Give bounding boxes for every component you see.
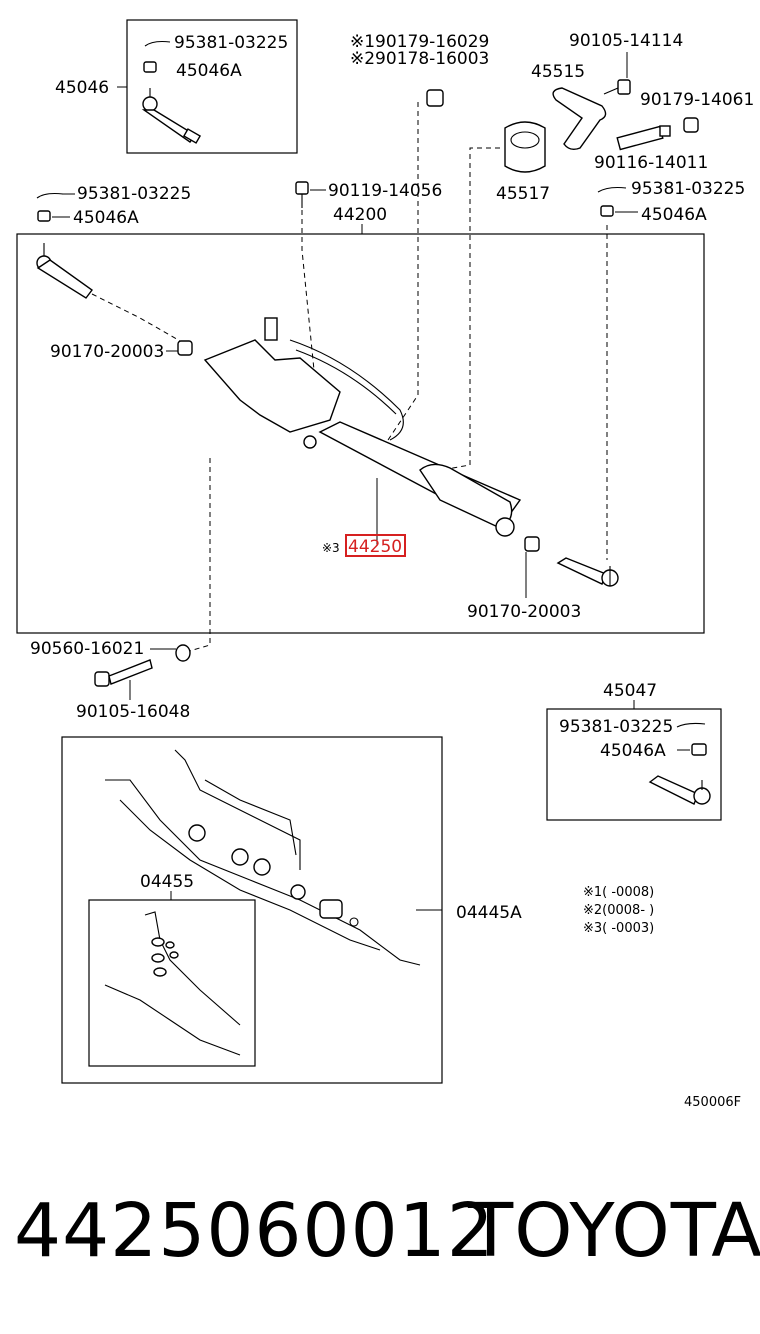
bracket-icon bbox=[552, 87, 607, 151]
castle-nut-icon bbox=[600, 205, 614, 217]
label-04445A[interactable]: 04445A bbox=[456, 903, 522, 923]
nut-icon bbox=[426, 89, 444, 107]
note-line-3[interactable]: ※3( -0003) bbox=[583, 921, 654, 936]
bushing-icon bbox=[524, 536, 540, 552]
label-95381-03225-d[interactable]: 95381-03225 bbox=[559, 717, 673, 737]
label-04455[interactable]: 04455 bbox=[140, 872, 194, 892]
bolt-icon bbox=[295, 181, 309, 208]
highlight-box bbox=[345, 534, 406, 557]
nut-icon bbox=[683, 117, 699, 133]
label-note2-bolt[interactable]: ※290178-16003 bbox=[350, 49, 489, 69]
bolt-icon bbox=[94, 659, 153, 687]
cotter-pin-icon bbox=[144, 40, 171, 47]
castle-nut-icon bbox=[143, 61, 157, 73]
inset-box-45047 bbox=[546, 708, 722, 821]
inset-box-04445A bbox=[61, 736, 443, 1084]
cotter-pin-icon bbox=[597, 186, 627, 193]
note-line-1[interactable]: ※1( -0008) bbox=[583, 885, 654, 900]
label-90179-14061[interactable]: 90179-14061 bbox=[640, 90, 754, 110]
label-45517[interactable]: 45517 bbox=[496, 184, 550, 204]
stud-bolt-icon bbox=[616, 125, 671, 151]
brand-name: TOYOTA bbox=[468, 1188, 760, 1274]
part-number-title: 4425060012 bbox=[14, 1188, 495, 1274]
label-45046A-a[interactable]: 45046A bbox=[176, 61, 242, 81]
label-90116-14011[interactable]: 90116-14011 bbox=[594, 153, 708, 173]
label-note3-prefix[interactable]: ※3 bbox=[322, 541, 340, 555]
cotter-pin-icon bbox=[36, 192, 64, 199]
castle-nut-icon bbox=[37, 210, 51, 222]
diagram-reference: 450006F bbox=[684, 1095, 741, 1110]
steering-rack-icon bbox=[203, 317, 522, 537]
note-line-2[interactable]: ※2(0008- ) bbox=[583, 903, 654, 918]
label-45047[interactable]: 45047 bbox=[603, 681, 657, 701]
label-95381-03225-a[interactable]: 95381-03225 bbox=[174, 33, 288, 53]
label-note1-bolt[interactable]: ※190179-16029 bbox=[350, 32, 489, 52]
label-90170-20003-b[interactable]: 90170-20003 bbox=[467, 602, 581, 622]
label-90105-16048[interactable]: 90105-16048 bbox=[76, 702, 190, 722]
bushing-icon bbox=[177, 340, 193, 356]
label-45046A-b[interactable]: 45046A bbox=[73, 208, 139, 228]
label-45046A-d[interactable]: 45046A bbox=[600, 741, 666, 761]
tie-rod-end-icon bbox=[648, 775, 711, 805]
tie-rod-end-right-icon bbox=[556, 557, 619, 587]
tie-rod-end-left-icon bbox=[36, 243, 93, 299]
bolt-icon bbox=[603, 79, 631, 95]
label-45046A-c[interactable]: 45046A bbox=[641, 205, 707, 225]
washer-icon bbox=[175, 644, 191, 662]
label-90560-16021[interactable]: 90560-16021 bbox=[30, 639, 144, 659]
label-44200[interactable]: 44200 bbox=[333, 205, 387, 225]
inset-box-04455 bbox=[88, 899, 256, 1067]
rack-housing-section-icon bbox=[105, 749, 421, 966]
label-90119-14056[interactable]: 90119-14056 bbox=[328, 181, 442, 201]
cotter-pin-icon bbox=[676, 722, 706, 728]
label-90170-20003-a[interactable]: 90170-20003 bbox=[50, 342, 164, 362]
main-assembly-box bbox=[16, 233, 705, 634]
seal-kit-icon bbox=[104, 911, 241, 1056]
label-44250-highlighted[interactable]: 44250 bbox=[348, 537, 402, 557]
label-45515[interactable]: 45515 bbox=[531, 62, 585, 82]
parts-diagram: 45046 95381-03225 45046A ※190179-16029 ※… bbox=[16, 19, 754, 1110]
castle-nut-icon bbox=[691, 743, 707, 756]
label-45046[interactable]: 45046 bbox=[55, 78, 109, 98]
tie-rod-end-icon bbox=[141, 88, 202, 144]
label-95381-03225-b[interactable]: 95381-03225 bbox=[77, 184, 191, 204]
label-95381-03225-c[interactable]: 95381-03225 bbox=[631, 179, 745, 199]
label-90105-14114[interactable]: 90105-14114 bbox=[569, 31, 683, 51]
bushing-icon bbox=[504, 121, 546, 173]
